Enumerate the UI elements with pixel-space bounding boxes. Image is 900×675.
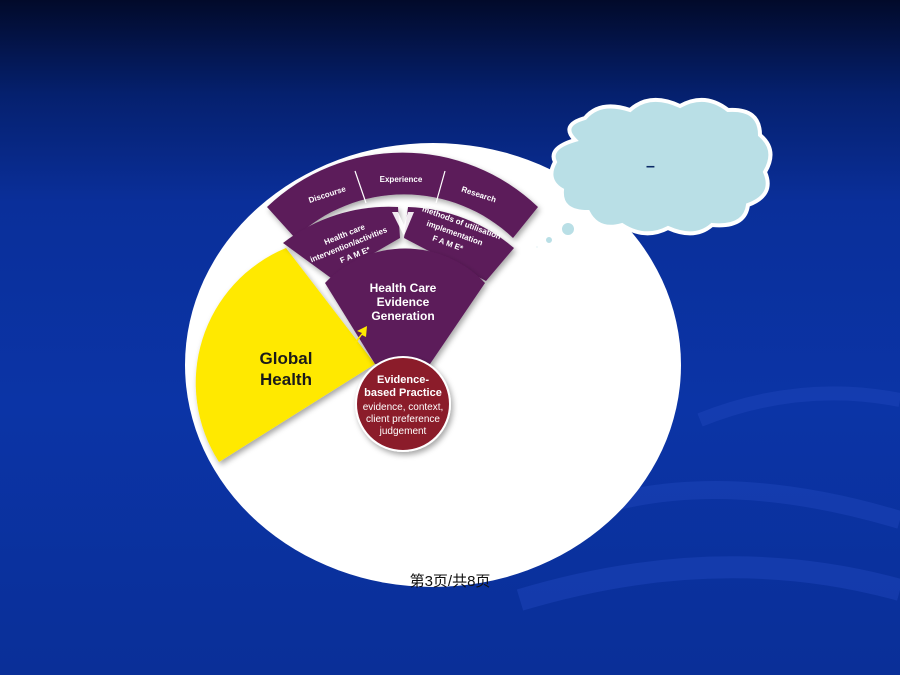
arrow-icon xyxy=(348,326,367,352)
evidence-practice-circle xyxy=(355,356,451,452)
label-generation: Generation xyxy=(371,309,434,323)
label-health: Health xyxy=(260,370,312,389)
label-experience: Experience xyxy=(380,175,423,184)
ring-divider xyxy=(354,170,367,204)
page-number: 第3页/共8页 xyxy=(409,573,491,590)
global-health-wedge xyxy=(195,248,375,462)
label-judgement: judgement xyxy=(379,426,427,437)
label-evidence: Evidence xyxy=(377,295,430,309)
label-client-preference: client preference xyxy=(366,414,440,425)
ring-divider xyxy=(435,170,446,204)
thought-cloud-text: – xyxy=(646,158,655,175)
middle-ring-right xyxy=(404,207,514,281)
outer-ring xyxy=(267,152,538,238)
funnel-arrow-icon xyxy=(392,212,414,236)
thought-cloud xyxy=(532,98,773,252)
label-global: Global xyxy=(260,349,313,368)
label-health-care: Health Care xyxy=(370,281,437,295)
middle-ring-left xyxy=(283,206,400,278)
label-evidence-context: evidence, context, xyxy=(363,402,444,413)
label-based-practice: based Practice xyxy=(364,387,442,399)
label-evidence-dash: Evidence- xyxy=(377,374,429,386)
